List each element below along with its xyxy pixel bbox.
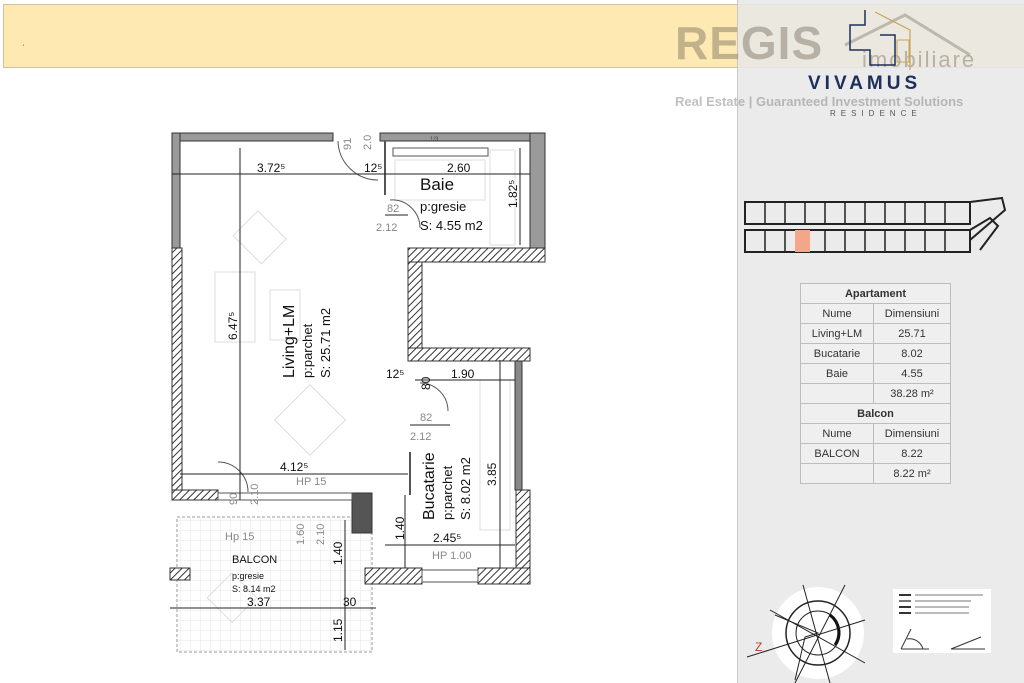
room-area: 8.02 [873,343,951,364]
dim-label: 91 [342,138,354,150]
dim-label: HP 15 [296,476,326,488]
col-dim: Dimensiuni [873,423,951,444]
dim-label: 1.40 [331,541,345,565]
dim-label: 2.0 [362,135,374,150]
walls [171,132,546,534]
dim-label: 2.10 [315,524,327,545]
balcony-area [176,516,373,653]
apartment-total: 38.28 m² [873,383,951,404]
dim-label: 80 [419,376,433,390]
hatched-walls [169,247,546,585]
dim-label: 2.10 [249,484,261,505]
residence-subtitle: RESIDENCE [830,109,922,118]
room-name: Bucatarie [800,343,874,364]
room-area: 25.71 [873,323,951,344]
room-name-living: Living+LM [281,305,298,378]
furniture-outlines [206,149,516,624]
dim-label: HP 1.00 [432,550,472,562]
imobiliare-text: imobiliare [862,47,977,72]
dim-label: 1.60 [295,524,307,545]
legend-graphic-icon [899,594,985,650]
room-floor-baie: p:gresie [420,199,466,214]
dim-label: 12⁵ [364,161,382,175]
dim-label: 82 [387,203,399,215]
room-area: 8.22 [873,443,951,464]
regis-logo-text: REGIS [675,17,824,69]
room-name: BALCON [800,443,874,464]
room-area-baie: S: 4.55 m2 [420,218,483,233]
tagline: Real Estate | Guaranteed Investment Solu… [675,94,964,109]
room-area-balcon: S: 8.14 m2 [232,584,276,594]
room-name-baie: Baie [420,175,454,194]
dim-label: 1.90 [451,367,475,381]
room-area-living: S: 25.71 m2 [318,308,333,378]
dim-label: 4.12⁵ [280,460,308,474]
room-name-balcon: BALCON [232,554,277,566]
room-floor-bucatarie: p:parchet [440,465,455,520]
banner-mark: ' [23,45,25,51]
building-key-plan [744,196,1007,253]
room-name: Living+LM [800,323,874,344]
highlighted-apartment [795,230,810,252]
dimension-lines [170,148,530,650]
apartment-header: Apartament [800,283,951,304]
dim-label: 1/3 [430,137,439,143]
dim-label: 3.37 [247,595,271,609]
dim-label: 2.60 [447,161,471,175]
vivamus-title: VIVAMUS [808,73,922,94]
dim-label: 82 [420,412,432,424]
dim-label: 1.82⁵ [506,180,520,208]
room-name: Baie [800,363,874,384]
dim-label: 12⁵ [386,367,404,381]
dim-label: 2.12 [376,222,397,234]
col-name: Nume [800,303,874,324]
compass-south-label: Z [755,640,762,654]
dim-label: 90 [228,493,240,505]
dim-label: 6.47⁵ [226,312,240,340]
dim-label: 2.12 [410,431,431,443]
balcony-header: Balcon [800,403,951,424]
room-name-bucatarie: Bucatarie [421,452,438,520]
dim-label: 3.72⁵ [257,161,285,175]
col-name: Nume [800,423,874,444]
room-area-bucatarie: S: 8.02 m2 [458,457,473,520]
dim-label: 1.15 [331,618,345,642]
balcony-hp: Hp 15 [225,531,254,543]
balcony-total: 8.22 m² [873,463,951,484]
room-floor-balcon: p:gresie [232,571,264,581]
windows-doors [217,140,489,583]
floor-plan: Baie p:gresie S: 4.55 m2 Living+LM p:par… [169,132,546,653]
col-dim: Dimensiuni [873,303,951,324]
dim-label: 1.40 [393,516,407,540]
wind-sun-legend [893,589,991,653]
dim-label: 30 [343,595,357,609]
compass-rose-icon: Z [746,584,866,683]
room-area: 4.55 [873,363,951,384]
room-floor-living: p:parchet [300,323,315,378]
dim-label: 2.45⁵ [433,531,461,545]
dim-label: 3.85 [485,462,499,486]
